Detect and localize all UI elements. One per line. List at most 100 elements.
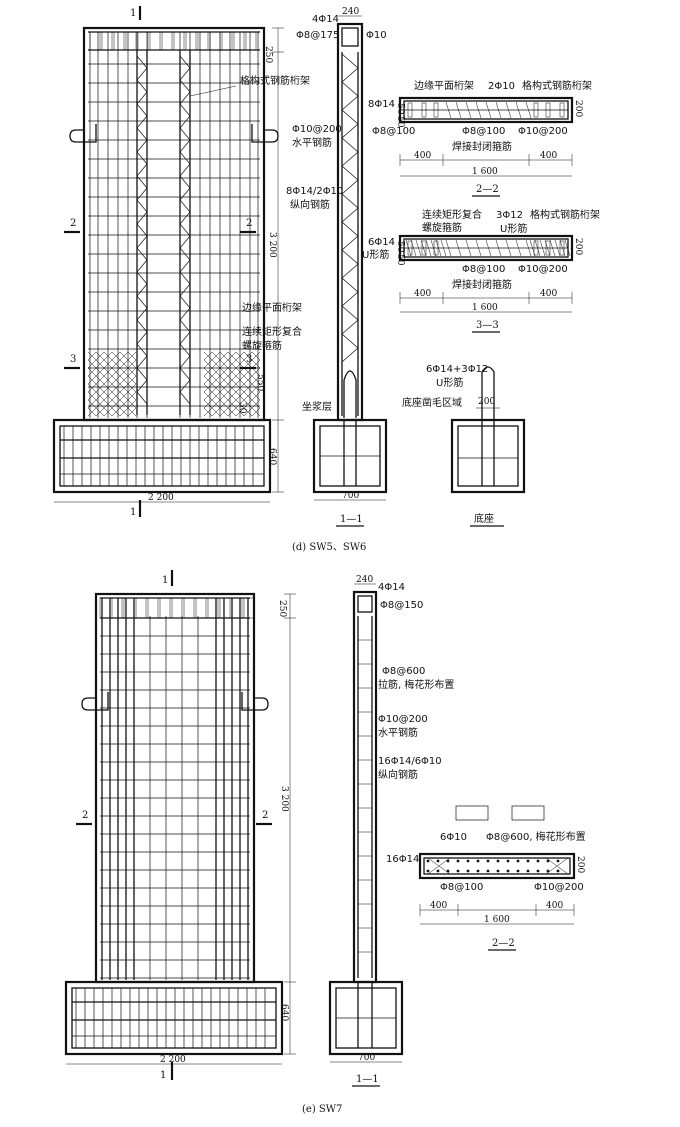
label-weld: 焊接封闭箍筋 (452, 278, 512, 291)
section-mark-right-3: 3 (246, 354, 252, 365)
section-mark-top: 1 (162, 575, 168, 586)
dim-550: 550 (255, 374, 265, 391)
label-3phi12: 3Φ12 (496, 210, 523, 221)
section-2-2-e: 6Φ10 Φ8@600, 梅花形布置 16Φ14 Φ8@100 Φ10@200 … (386, 805, 586, 951)
dim-400b: 400 (540, 289, 557, 299)
dim-1600: 1 600 (472, 303, 498, 313)
lifting-hook-left (81, 692, 109, 711)
label-bars: 6Φ14+3Φ12 (426, 364, 488, 375)
section-1-1-d: 240 4Φ14 Φ8@175 Φ10 Φ10@200 水平钢筋 8Φ14/2Φ… (286, 7, 388, 527)
label-2phi10: 2Φ10 (488, 81, 515, 92)
section-mark-right-2: 2 (246, 218, 252, 229)
elevation-d: 1 1 2 2 3 3 250 3 200 550 30 640 2 200 (52, 6, 310, 518)
label-phi8-600: Φ8@600, 梅花形布置 (486, 830, 586, 843)
label-4phi14: 4Φ14 (378, 582, 405, 593)
label-u: U形筋 (500, 222, 527, 235)
label-u: U形筋 (436, 376, 463, 389)
section-title-1-1: 1—1 (340, 514, 363, 525)
tie-bars (358, 639, 372, 953)
label-8phi14: 8Φ14 (368, 99, 395, 110)
label-tie: 拉筋, 梅花形布置 (378, 678, 454, 691)
dim-30: 30 (237, 402, 247, 414)
section-mark-right-2: 2 (262, 810, 268, 821)
section-2-2-d: 边缘平面桁架 2Φ10 格构式钢筋桁架 8Φ14 Φ8@100 Φ8@100 Φ… (368, 79, 592, 197)
dim-200: 200 (573, 100, 583, 117)
section-mark-left-2: 2 (82, 810, 88, 821)
label-phi10-200: Φ10@200 (518, 264, 568, 275)
section-mark-bottom: 1 (130, 507, 136, 518)
label-rough: 底座凿毛区域 (402, 396, 462, 409)
label-phi10-200: Φ10@200 (292, 124, 342, 135)
label-lattice-truss: 格构式钢筋桁架 (240, 74, 310, 87)
label-phi8-100: Φ8@100 (462, 264, 505, 275)
section-title-1-1: 1—1 (356, 1074, 379, 1085)
section-mark-bottom: 1 (160, 1070, 166, 1081)
section-3-3-outline (398, 234, 574, 262)
base-title: 底座 (474, 512, 494, 525)
section-title-2-2: 2—2 (476, 184, 499, 195)
section-1-1-e: 240 4Φ14 Φ8@150 Φ8@600 拉筋, 梅花形布置 Φ10@200… (328, 575, 454, 1087)
caption-d: (d) SW5、SW6 (292, 542, 366, 553)
dim-width: 2 200 (148, 493, 174, 503)
label-lattice: 格构式钢筋桁架 (530, 208, 600, 221)
section-2-2-rebar (423, 857, 571, 875)
section-foundation (328, 980, 404, 1056)
wall-section (352, 590, 378, 984)
foundation-block (52, 418, 272, 494)
label-16phi14: 16Φ14/6Φ10 (378, 756, 442, 767)
label-grout: 坐浆层 (302, 400, 332, 413)
label-phi10-200: Φ10@200 (518, 126, 568, 137)
section-2-2-outline (418, 852, 576, 880)
dim-400b: 400 (540, 151, 557, 161)
dim-400a: 400 (430, 901, 447, 911)
lattice-truss-right (179, 55, 191, 405)
section-foundation (312, 418, 388, 494)
rebar-grid (99, 597, 255, 980)
dim-200: 200 (575, 856, 585, 873)
dim-400a: 400 (414, 151, 431, 161)
dim-50b: 50 (395, 116, 405, 128)
label-horizontal: 水平钢筋 (292, 136, 332, 149)
dim-width: 2 200 (160, 1055, 186, 1065)
section-3-3-rebar (403, 238, 571, 258)
dim-50b: 50 (395, 254, 405, 266)
label-phi8-100b: Φ8@100 (462, 126, 505, 137)
section-truss-zigzag (341, 53, 359, 363)
dim-400b: 400 (546, 901, 563, 911)
label-horizontal: 水平钢筋 (378, 726, 418, 739)
label-phi8-100: Φ8@100 (440, 882, 483, 893)
dim-top: 250 (277, 600, 287, 617)
label-6phi10: 6Φ10 (440, 832, 467, 843)
dim-height: 3 200 (267, 232, 277, 258)
dim-1600: 1 600 (472, 167, 498, 177)
label-spiral-1: 连续矩形复合 (422, 208, 482, 221)
label-4phi14: 4Φ14 (312, 14, 339, 25)
section-mark-left-3: 3 (70, 354, 76, 365)
dim-top: 250 (263, 46, 273, 63)
dim-50a: 50 (395, 103, 405, 115)
foundation-block (64, 980, 284, 1056)
base-detail-d: 200 6Φ14+3Φ12 U形筋 底座凿毛区域 底座 (402, 364, 526, 527)
label-spiral-1: 连续矩形复合 (242, 325, 302, 338)
section-mark-left-2: 2 (70, 218, 76, 229)
section-mark-top: 1 (130, 8, 136, 19)
dim-50a: 50 (395, 241, 405, 253)
label-8phi14: 8Φ14/2Φ10 (286, 186, 343, 197)
foundation-rebar (71, 987, 277, 1049)
dim-200: 200 (478, 397, 495, 407)
label-16phi14: 16Φ14 (386, 854, 419, 865)
label-phi10-200: Φ10@200 (378, 714, 428, 725)
section-title-3-3: 3—3 (476, 320, 499, 331)
u-bar (481, 366, 495, 420)
section-title-2-2: 2—2 (492, 938, 515, 949)
label-spiral-2: 螺旋箍筋 (242, 339, 282, 352)
caption-e: (e) SW7 (302, 1104, 342, 1115)
label-weld: 焊接封闭箍筋 (452, 140, 512, 153)
foundation-rebar (59, 425, 265, 487)
dim-640: 640 (279, 1004, 289, 1021)
label-longitudinal: 纵向钢筋 (378, 768, 418, 781)
lifting-hook-right (241, 692, 269, 711)
dim-400a: 400 (414, 289, 431, 299)
label-phi8-600: Φ8@600 (382, 666, 425, 677)
